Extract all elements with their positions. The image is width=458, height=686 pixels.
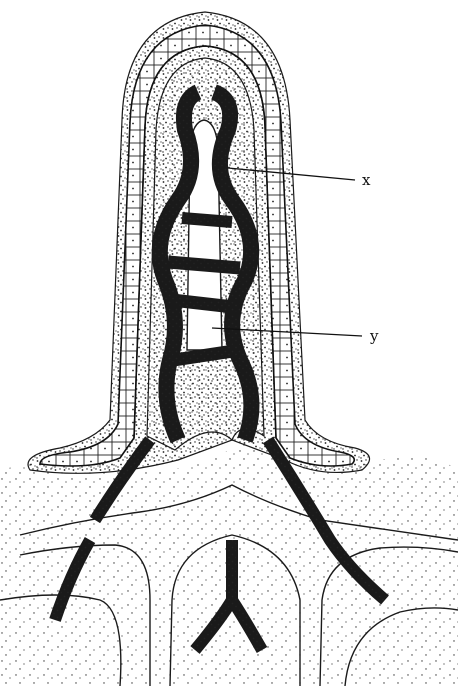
label-y: y — [369, 327, 379, 345]
label-x: x — [362, 171, 371, 189]
